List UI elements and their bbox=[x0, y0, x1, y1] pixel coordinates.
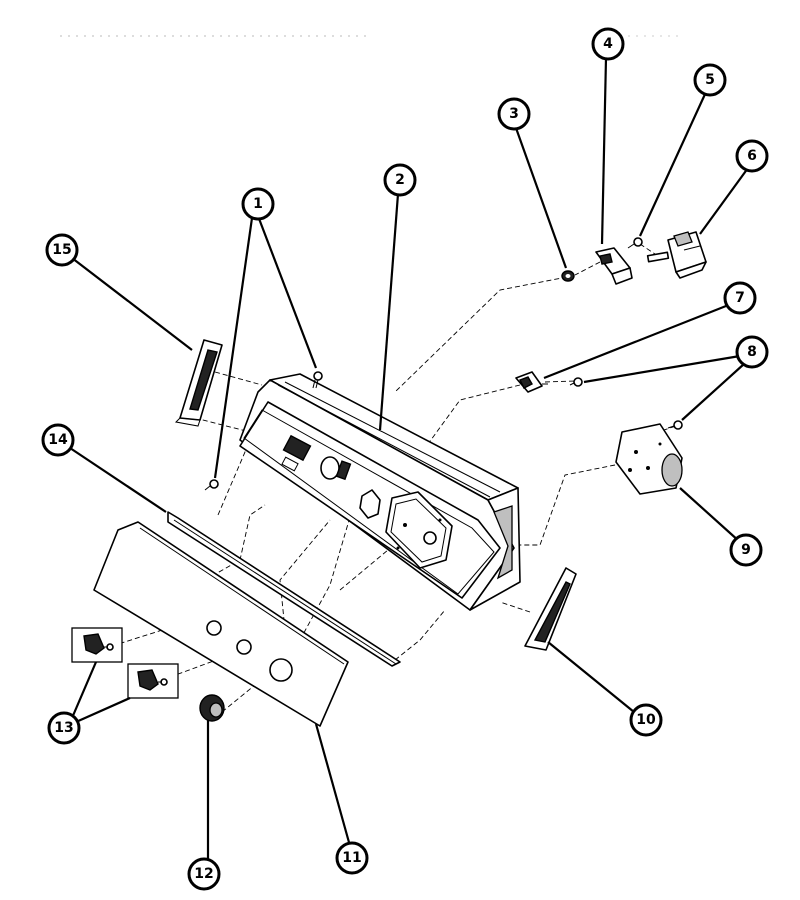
timer-9 bbox=[615, 423, 683, 495]
callout-14: 14 bbox=[41, 423, 75, 457]
callout-label-10: 10 bbox=[636, 712, 656, 728]
callout-10: 10 bbox=[629, 703, 663, 737]
callout-12: 12 bbox=[187, 857, 221, 891]
callout-label-13: 13 bbox=[54, 720, 73, 736]
knob-12 bbox=[199, 694, 225, 722]
callout-9: 9 bbox=[729, 533, 763, 567]
callout-label-1: 1 bbox=[253, 196, 263, 212]
callout-6: 6 bbox=[735, 139, 769, 173]
callout-label-12: 12 bbox=[194, 866, 213, 882]
callout-label-9: 9 bbox=[741, 542, 751, 558]
callout-4: 4 bbox=[591, 27, 625, 61]
callout-3: 3 bbox=[497, 97, 531, 131]
screw-1-lower bbox=[204, 479, 219, 491]
callout-11: 11 bbox=[335, 841, 369, 875]
callout-label-8: 8 bbox=[747, 344, 757, 360]
callout-15: 15 bbox=[45, 233, 79, 267]
console-housing bbox=[239, 373, 521, 611]
knob-13-lower bbox=[127, 663, 179, 699]
switch-6 bbox=[646, 231, 707, 279]
bracket-4 bbox=[595, 247, 633, 285]
callout-label-5: 5 bbox=[705, 72, 715, 88]
callout-13: 13 bbox=[47, 711, 81, 745]
control-panel bbox=[93, 521, 349, 727]
trim-strip bbox=[167, 511, 401, 667]
callout-label-4: 4 bbox=[603, 36, 613, 52]
callout-5: 5 bbox=[693, 63, 727, 97]
knob-13-upper bbox=[71, 627, 123, 663]
callout-1: 1 bbox=[241, 187, 275, 221]
end-cap-left bbox=[174, 339, 223, 427]
callout-label-14: 14 bbox=[48, 432, 68, 448]
callout-8: 8 bbox=[735, 335, 769, 369]
screw-1-upper bbox=[312, 371, 323, 389]
switch-7 bbox=[515, 371, 548, 393]
callout-label-11: 11 bbox=[342, 850, 361, 866]
screw-8-a bbox=[569, 377, 583, 387]
callout-label-15: 15 bbox=[52, 242, 71, 258]
callout-label-2: 2 bbox=[395, 172, 405, 188]
leader-lines bbox=[69, 57, 749, 862]
screw-8-b bbox=[667, 420, 683, 430]
screw-5 bbox=[627, 237, 643, 249]
callout-label-3: 3 bbox=[509, 106, 519, 122]
callout-7: 7 bbox=[723, 281, 757, 315]
callout-label-6: 6 bbox=[747, 148, 757, 164]
grommet-3 bbox=[561, 270, 575, 282]
end-cap-right bbox=[524, 567, 577, 651]
callout-label-7: 7 bbox=[735, 290, 745, 306]
callout-2: 2 bbox=[383, 163, 417, 197]
